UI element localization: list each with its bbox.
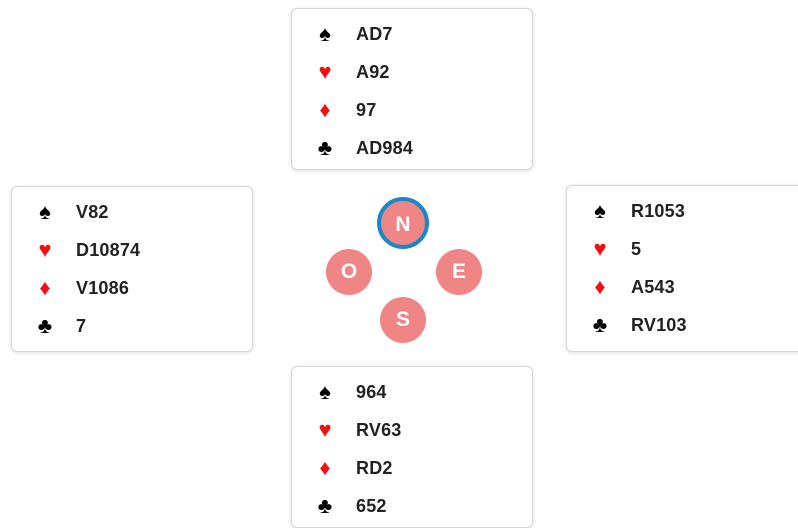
cards-spades: V82 [76,202,109,222]
spade-icon: ♠ [319,379,331,404]
cards-diamonds: RD2 [356,458,393,478]
seat-west[interactable]: O [326,249,372,295]
cards-clubs: AD984 [356,138,414,158]
heart-icon: ♥ [593,236,607,261]
spade-icon: ♠ [319,21,331,46]
suit-row-spades: ♠ R1053 [567,192,798,230]
suit-row-hearts: ♥ A92 [292,53,532,91]
spade-icon: ♠ [594,198,606,223]
cards-spades: R1053 [631,201,686,221]
seat-east[interactable]: E [436,249,482,295]
suit-row-clubs: ♣ AD984 [292,129,532,167]
club-icon: ♣ [37,313,53,338]
cards-spades: AD7 [356,24,393,44]
suit-row-diamonds: ♦ 97 [292,91,532,129]
diamond-icon: ♦ [319,455,331,480]
heart-icon: ♥ [38,237,52,262]
suit-row-clubs: ♣ RV103 [567,306,798,344]
suit-row-clubs: ♣ 652 [292,487,532,525]
suit-row-clubs: ♣ 7 [12,307,252,345]
suit-row-diamonds: ♦ A543 [567,268,798,306]
cards-diamonds: V1086 [76,278,130,298]
cards-hearts: A92 [356,62,390,82]
heart-icon: ♥ [318,417,332,442]
hand-west: ♠ V82 ♥ D10874 ♦ V1086 ♣ 7 [11,186,253,352]
suit-row-diamonds: ♦ RD2 [292,449,532,487]
suit-row-hearts: ♥ D10874 [12,231,252,269]
cards-spades: 964 [356,382,387,402]
club-icon: ♣ [592,312,608,337]
cards-diamonds: A543 [631,277,675,297]
diamond-icon: ♦ [594,274,606,299]
cards-hearts: 5 [631,239,642,259]
heart-icon: ♥ [318,59,332,84]
club-icon: ♣ [317,493,333,518]
suit-row-diamonds: ♦ V1086 [12,269,252,307]
cards-diamonds: 97 [356,100,377,120]
cards-clubs: 652 [356,496,387,516]
seat-south[interactable]: S [380,297,426,343]
diamond-icon: ♦ [39,275,51,300]
club-icon: ♣ [317,135,333,160]
suit-row-spades: ♠ 964 [292,373,532,411]
diamond-icon: ♦ [319,97,331,122]
suit-row-spades: ♠ V82 [12,193,252,231]
cards-clubs: RV103 [631,315,687,335]
spade-icon: ♠ [39,199,51,224]
cards-hearts: RV63 [356,420,402,440]
hand-south: ♠ 964 ♥ RV63 ♦ RD2 ♣ 652 [291,366,533,528]
suit-row-hearts: ♥ 5 [567,230,798,268]
hand-north: ♠ AD7 ♥ A92 ♦ 97 ♣ AD984 [291,8,533,170]
cards-hearts: D10874 [76,240,141,260]
cards-clubs: 7 [76,316,87,336]
suit-row-hearts: ♥ RV63 [292,411,532,449]
suit-row-spades: ♠ AD7 [292,15,532,53]
seat-north-active[interactable]: N [377,197,429,249]
hand-east: ♠ R1053 ♥ 5 ♦ A543 ♣ RV103 [566,185,798,352]
